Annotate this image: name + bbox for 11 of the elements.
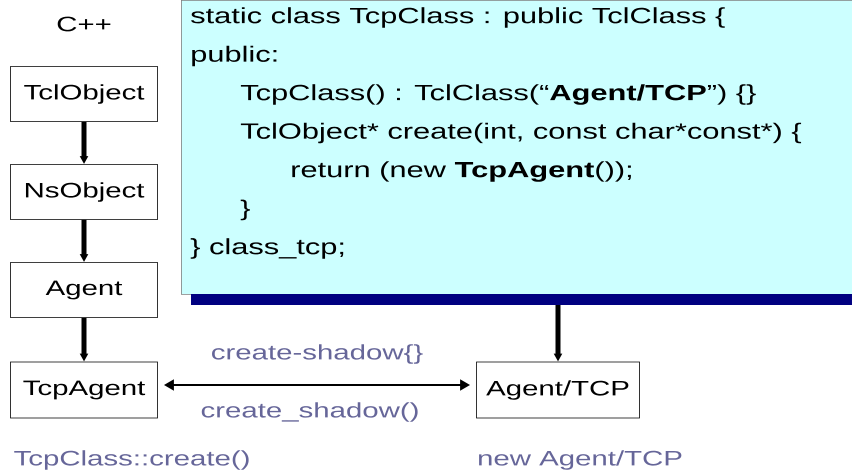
- code-box: static class TcpClass : public TclClass { public: TcpClass() : TclClass(“Agent/TCP”) {} TclObject* create(int, const char*const*) { return (new TcpAgent()); } } class_tcp;: [181, 0, 852, 305]
- class-box: Agent/TCP: [476, 362, 640, 418]
- class-box: Agent: [10, 262, 158, 318]
- call-label: create_shadow(): [202, 402, 418, 422]
- class-box: TcpAgent: [10, 362, 158, 418]
- caption-text: TcpClass::create(): [14, 450, 249, 470]
- class-box: TclObject: [10, 66, 158, 122]
- class-box: NsObject: [10, 164, 158, 220]
- edge-label: create-shadow{}: [212, 344, 423, 364]
- lang-label: C++: [58, 16, 110, 32]
- caption-text: new Agent/TCP: [479, 450, 682, 470]
